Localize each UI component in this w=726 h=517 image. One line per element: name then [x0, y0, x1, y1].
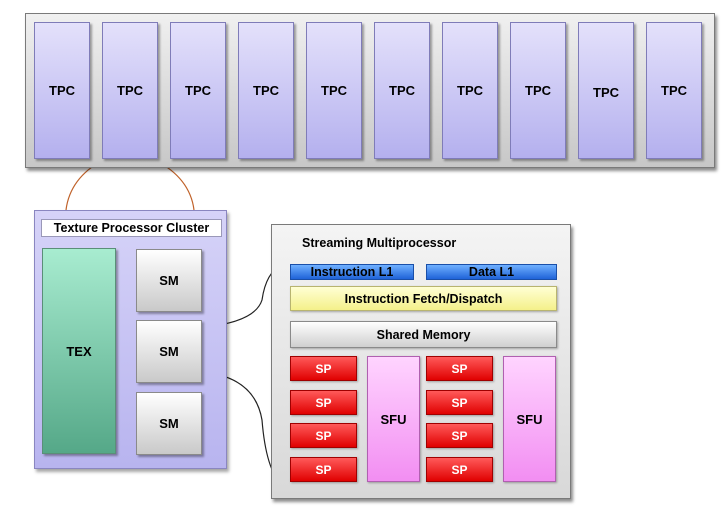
- sp-label: SP: [451, 395, 468, 410]
- sp-unit: SP: [290, 457, 357, 482]
- sm-label: SM: [159, 273, 179, 288]
- sp-unit: SP: [426, 356, 493, 381]
- sfu-label: SFU: [516, 411, 543, 427]
- tpc-block-highlighted: TPC: [102, 22, 158, 159]
- sm-label: SM: [159, 344, 179, 359]
- sp-unit: SP: [426, 423, 493, 448]
- instruction-fetch-dispatch: Instruction Fetch/Dispatch: [290, 286, 557, 311]
- fetch-label: Instruction Fetch/Dispatch: [344, 291, 503, 306]
- sp-unit: SP: [290, 356, 357, 381]
- tpc-block: TPC: [306, 22, 362, 159]
- tpc-label: TPC: [117, 83, 143, 98]
- tpc-block: TPC: [646, 22, 702, 159]
- data-l1-cache: Data L1: [426, 264, 557, 280]
- sm-label: SM: [159, 416, 179, 431]
- sp-label: SP: [315, 462, 332, 477]
- sp-unit: SP: [426, 457, 493, 482]
- tpc-label: TPC: [321, 83, 347, 98]
- tpc-block: TPC: [374, 22, 430, 159]
- sm-block: SM: [136, 392, 202, 455]
- sp-label: SP: [315, 361, 332, 376]
- tpc-label: TPC: [457, 83, 483, 98]
- instruction-l1-label: Instruction L1: [310, 265, 394, 279]
- sp-label: SP: [315, 428, 332, 443]
- tpc-block: TPC: [238, 22, 294, 159]
- shared-memory: Shared Memory: [290, 321, 557, 348]
- data-l1-label: Data L1: [468, 265, 515, 279]
- sp-label: SP: [451, 428, 468, 443]
- mp-title: Streaming Multiprocessor: [302, 236, 457, 250]
- sp-unit: SP: [290, 423, 357, 448]
- tpc-label: TPC: [661, 83, 687, 98]
- tpc-label: TPC: [185, 83, 211, 98]
- sfu-unit: SFU: [367, 356, 420, 482]
- tpc-block: TPC: [442, 22, 498, 159]
- tpc-block: TPC: [170, 22, 226, 159]
- sp-label: SP: [315, 395, 332, 410]
- cluster-title: Texture Processor Cluster: [41, 219, 222, 237]
- tpc-block: TPC: [34, 22, 90, 159]
- sm-block: SM: [136, 249, 202, 312]
- tex-label: TEX: [66, 343, 92, 359]
- shared-memory-label: Shared Memory: [376, 327, 471, 342]
- sp-unit: SP: [426, 390, 493, 415]
- sp-label: SP: [451, 462, 468, 477]
- tpc-label: TPC: [593, 85, 619, 100]
- sp-label: SP: [451, 361, 468, 376]
- instruction-l1-cache: Instruction L1: [290, 264, 414, 280]
- sfu-label: SFU: [380, 411, 407, 427]
- tpc-block: TPC: [578, 22, 634, 159]
- tpc-block: TPC: [510, 22, 566, 159]
- tpc-label: TPC: [525, 83, 551, 98]
- sp-unit: SP: [290, 390, 357, 415]
- tpc-label: TPC: [49, 83, 75, 98]
- tex-unit: TEX: [42, 248, 116, 454]
- sfu-unit: SFU: [503, 356, 556, 482]
- tpc-label: TPC: [389, 83, 415, 98]
- sm-block-highlighted: SM: [136, 320, 202, 383]
- tpc-label: TPC: [253, 83, 279, 98]
